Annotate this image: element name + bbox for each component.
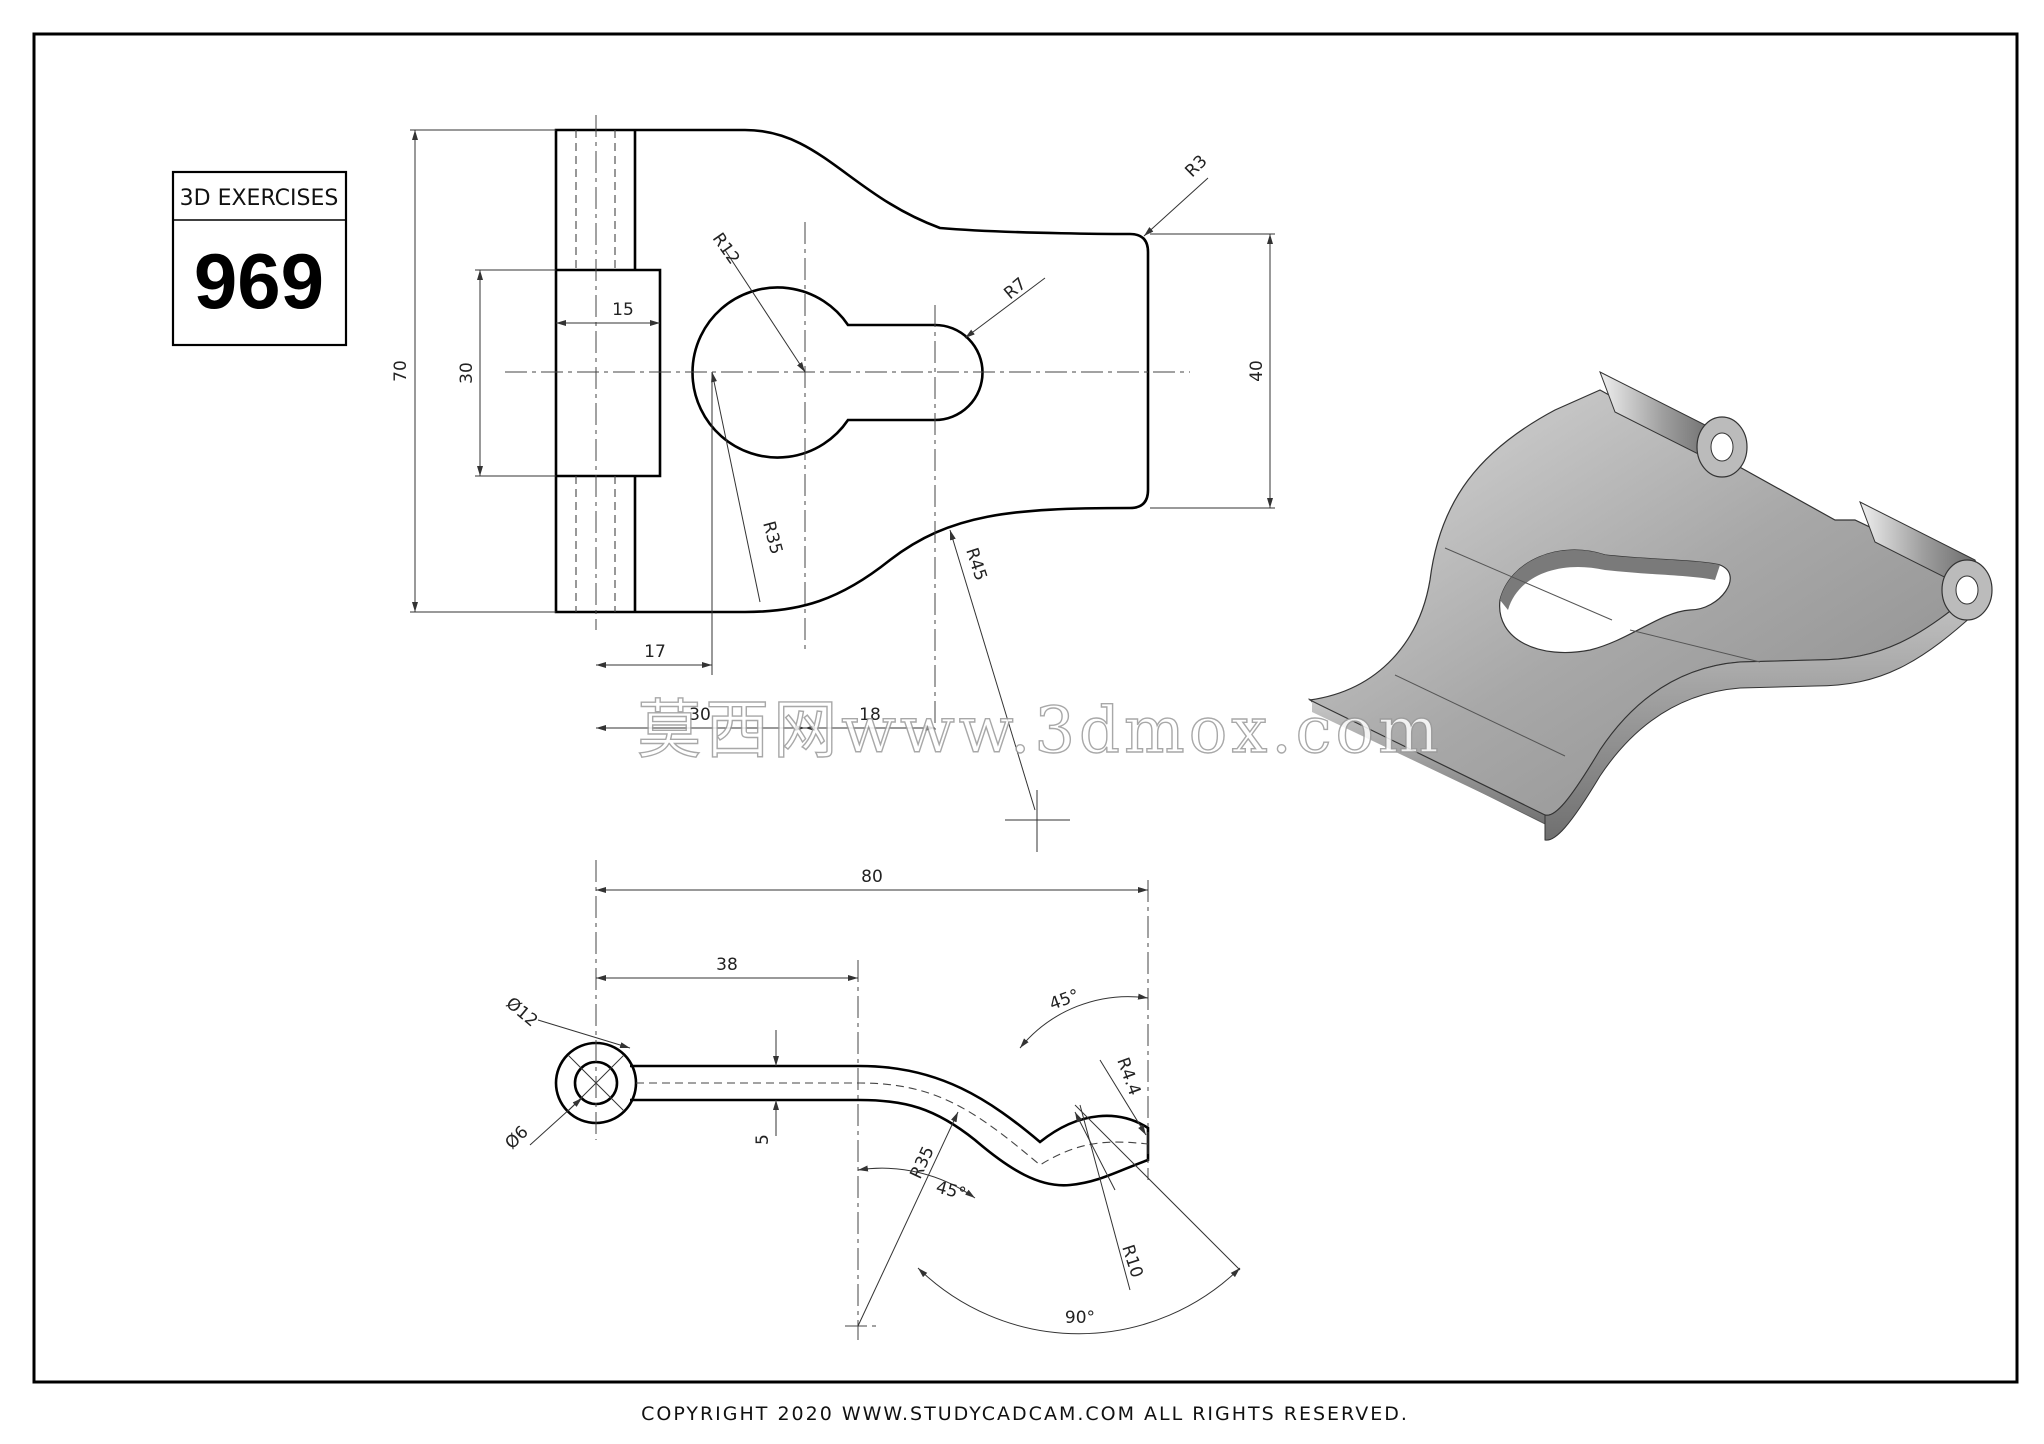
dim-30-height: 30: [457, 362, 477, 384]
dim-angle45-top: 45°: [1047, 986, 1082, 1015]
copyright-text: COPYRIGHT 2020 WWW.STUDYCADCAM.COM ALL R…: [641, 1403, 1409, 1425]
dim-70: 70: [391, 360, 411, 382]
dim-40: 40: [1247, 360, 1267, 382]
title-block-label: 3D EXERCISES: [180, 186, 339, 211]
title-block: 3D EXERCISES 969: [171, 170, 348, 347]
dim-30-width: 30: [689, 705, 711, 725]
dim-r45: R45: [961, 545, 990, 583]
dim-18: 18: [859, 705, 881, 725]
dim-r12: R12: [708, 229, 744, 268]
side-view: 80 38 Ø12 Ø6 5 45° R4.4 R35 45° R10 90°: [501, 860, 1241, 1340]
dim-angle90: 90°: [1065, 1308, 1095, 1328]
dim-80: 80: [861, 867, 883, 887]
exercise-number: 969: [194, 237, 324, 325]
dim-dia6: Ø6: [501, 1122, 532, 1153]
dim-r3: R3: [1181, 151, 1211, 181]
watermark-text: 莫西网www.3dmox.com: [637, 694, 1443, 768]
dim-r10: R10: [1117, 1242, 1146, 1280]
dim-r7: R7: [1000, 274, 1030, 304]
dim-angle45-bottom: 45°: [934, 1178, 968, 1205]
dim-15: 15: [612, 300, 634, 320]
dim-17: 17: [644, 642, 666, 662]
dim-5: 5: [753, 1134, 773, 1145]
dim-38: 38: [716, 955, 738, 975]
sheet-border: [32, 32, 2019, 1384]
dim-r4-4: R4.4: [1112, 1055, 1144, 1098]
dim-dia12: Ø12: [502, 994, 542, 1032]
isometric-view: [1308, 370, 1993, 841]
dim-r35-top: R35: [758, 519, 786, 556]
